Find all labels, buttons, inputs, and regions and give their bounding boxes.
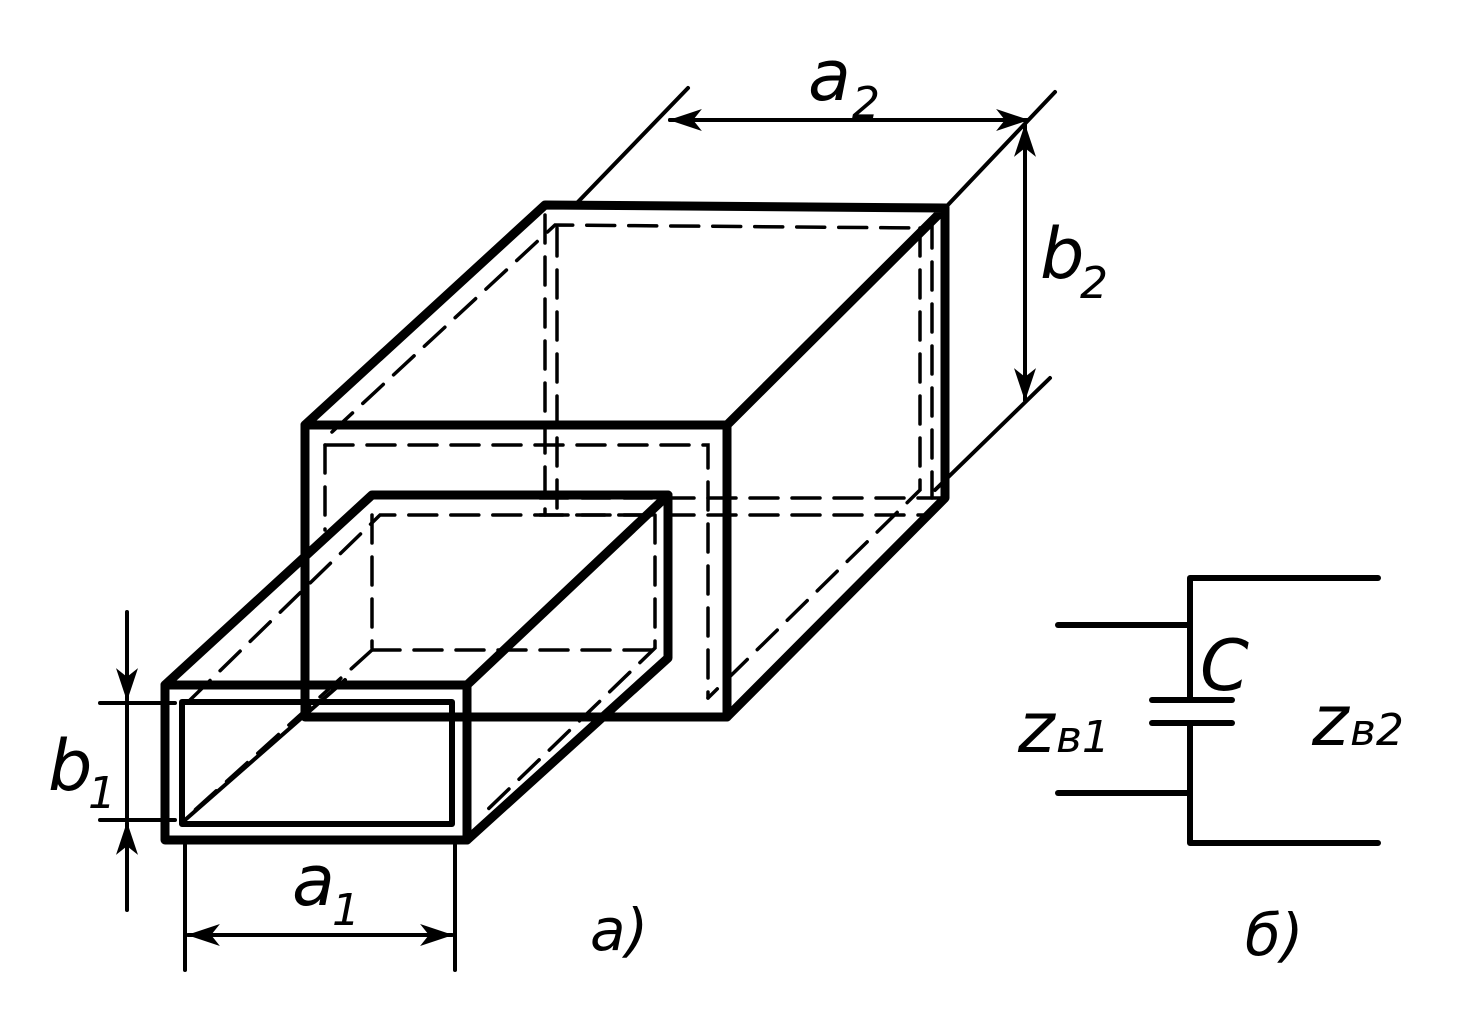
large-waveguide (300, 200, 950, 722)
label-b2: b (1040, 213, 1084, 295)
label-b1-subscript: 1 (88, 768, 116, 819)
large-waveguide-right-inner (706, 226, 922, 700)
dimension-b2: b 2 (933, 123, 1108, 492)
small-waveguide-front-face (160, 680, 472, 845)
small-waveguide-right-face (462, 490, 673, 845)
dimension-a2: a 2 (573, 35, 1057, 210)
large-waveguide-right-face (722, 203, 950, 722)
circuit-right-bottom-line (1187, 790, 1381, 846)
large-waveguide-top-inner (330, 223, 922, 434)
small-waveguide-top-face (160, 490, 673, 690)
large-waveguide-front-inner (323, 443, 710, 700)
label-b1: b (48, 725, 92, 807)
right-impedance-subscript: в2 (1350, 705, 1404, 756)
label-b2-subscript: 2 (1080, 258, 1108, 309)
caption-b: б) (1245, 901, 1303, 969)
large-waveguide-front-face (300, 420, 732, 722)
small-waveguide-diagonal (183, 678, 347, 822)
circuit-right-top-line (1187, 575, 1381, 628)
label-a1-subscript: 1 (332, 885, 360, 936)
left-impedance-label: z (1017, 687, 1057, 769)
large-waveguide-top-face (300, 200, 950, 430)
label-a1: a (292, 840, 335, 922)
equivalent-circuit: C z в1 z в2 (1017, 575, 1404, 846)
small-waveguide-right-inner (480, 513, 657, 817)
dimension-a1: a 1 (183, 840, 457, 972)
right-impedance-label: z (1311, 680, 1351, 762)
dimension-b1: b 1 (48, 610, 177, 912)
caption-a: a) (590, 896, 648, 964)
label-a2-subscript: 2 (852, 78, 880, 129)
small-waveguide (160, 490, 673, 845)
small-waveguide-top-inner (188, 513, 657, 702)
left-impedance-subscript: в1 (1056, 712, 1110, 763)
capacitor-label: C (1200, 625, 1249, 707)
label-a2: a (808, 35, 851, 117)
